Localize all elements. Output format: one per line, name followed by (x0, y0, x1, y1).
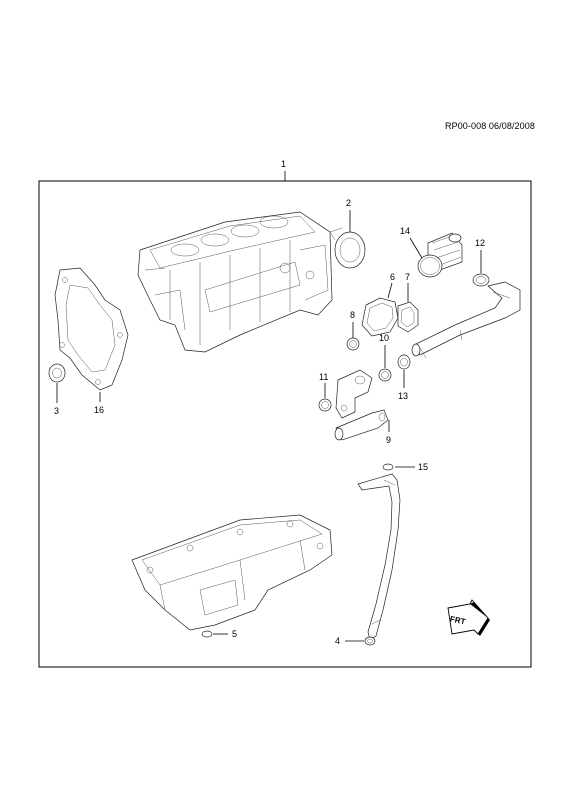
filter-adapter-gasket (361, 297, 399, 337)
o-ring-11 (318, 398, 332, 412)
callout-5: 5 (232, 629, 237, 639)
callout-14: 14 (400, 226, 410, 236)
callout-13: 13 (398, 391, 408, 401)
callout-12: 12 (475, 238, 485, 248)
callout-9: 9 (386, 435, 391, 445)
callout-2: 2 (346, 198, 351, 208)
oil-cooler-gasket (397, 301, 419, 333)
callout-6: 6 (390, 272, 395, 282)
diagram-reference-code: RP00-008 06/08/2008 (445, 121, 535, 131)
oil-return-flange-pipe (335, 369, 373, 419)
callout-7: 7 (405, 272, 410, 282)
oil-cooler-pipe (411, 281, 521, 359)
front-cover-gasket (54, 267, 129, 391)
o-ring-8 (346, 337, 360, 351)
front-direction-indicator: FRT (447, 599, 490, 636)
o-ring-10 (378, 368, 392, 382)
oil-pan (131, 514, 333, 631)
o-ring-13 (397, 354, 411, 370)
oil-level-dipstick-tube (357, 473, 401, 641)
callout-8: 8 (350, 310, 355, 320)
callout-10: 10 (379, 333, 389, 343)
dipstick-seal-4 (364, 636, 376, 646)
engine-block (137, 211, 333, 353)
callout-11: 11 (319, 372, 328, 382)
rear-crank-seal (329, 227, 366, 269)
drain-plug-washer (201, 630, 213, 638)
callout-15: 15 (418, 462, 428, 472)
callout-3: 3 (54, 406, 59, 416)
short-oil-pipe (334, 409, 389, 441)
callout-16: 16 (94, 405, 104, 415)
callout-1: 1 (281, 159, 286, 169)
front-crank-seal (48, 363, 66, 383)
o-ring-12 (472, 273, 490, 287)
filter-cap-o-ring (417, 254, 443, 278)
dipstick-seal-15 (382, 463, 394, 471)
front-label: FRT (449, 614, 466, 626)
callout-4: 4 (335, 636, 340, 646)
